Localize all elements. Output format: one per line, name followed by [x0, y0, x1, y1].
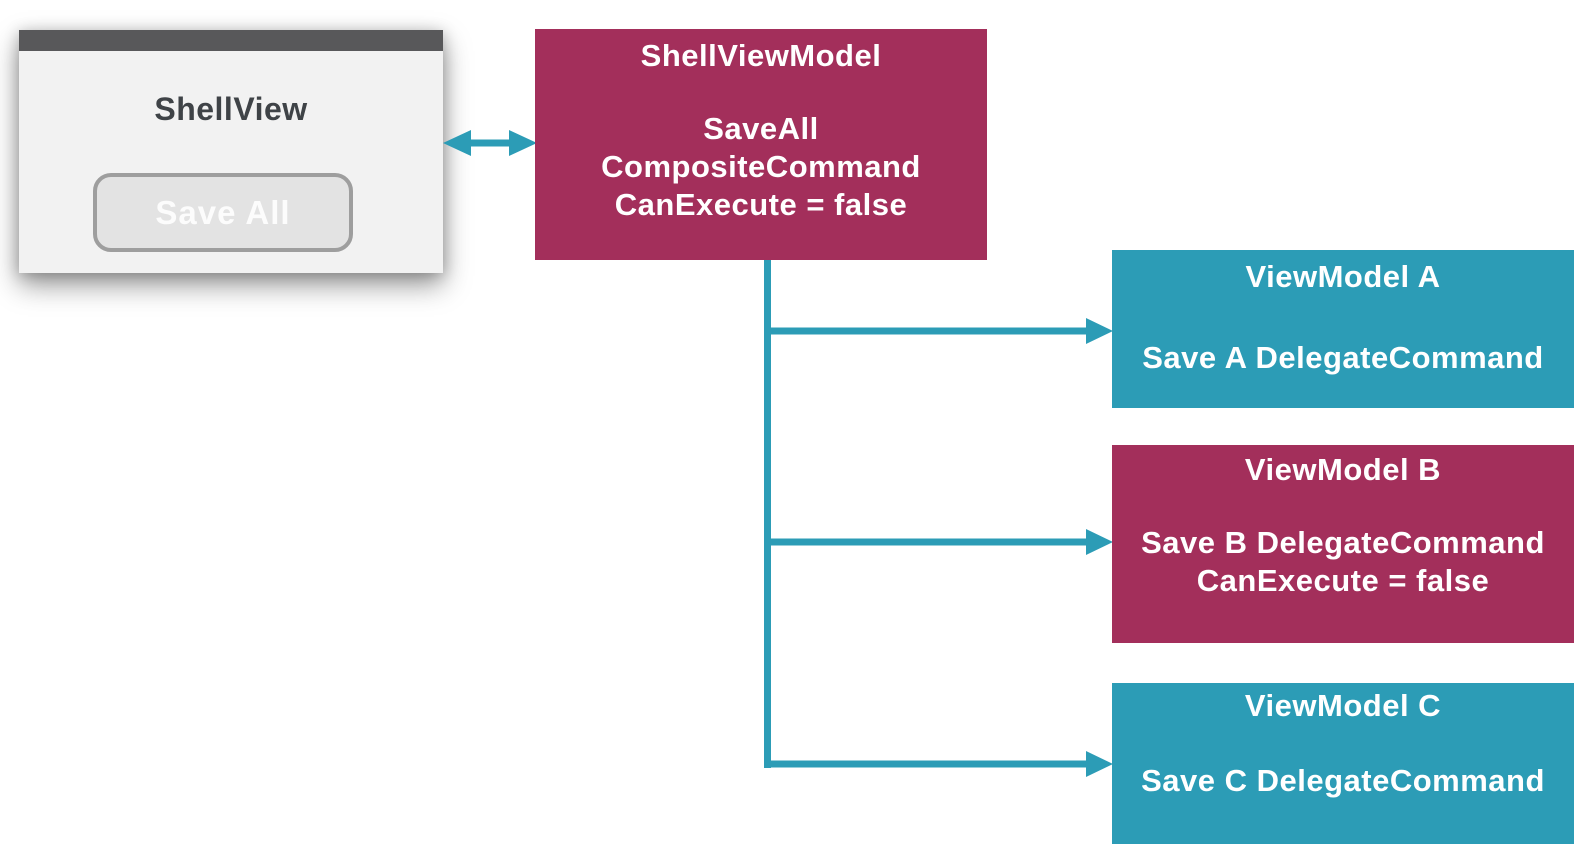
viewmodel-b-title: ViewModel B — [1244, 452, 1442, 487]
viewmodel-b-content: Save B DelegateCommand CanExecute = fals… — [1112, 524, 1574, 600]
viewmodel-b-line: CanExecute = false — [1196, 563, 1490, 598]
shellviewmodel-content: SaveAll CompositeCommand CanExecute = fa… — [535, 110, 987, 224]
shellview-window: ShellView Save All — [19, 30, 443, 273]
viewmodel-a-content: Save A DelegateCommand — [1112, 339, 1574, 377]
viewmodel-c-content: Save C DelegateCommand — [1112, 762, 1574, 800]
shellviewmodel-line: CompositeCommand — [601, 149, 921, 184]
arrowhead-a-icon — [1086, 318, 1113, 344]
viewmodel-b-line: Save B DelegateCommand — [1141, 525, 1545, 560]
arrowhead-left-icon — [443, 130, 471, 156]
shellviewmodel-title: ShellViewModel — [640, 38, 882, 73]
shellview-title: ShellView — [154, 91, 308, 127]
trunk-line — [764, 259, 771, 768]
shellview-shellviewmodel-two-way-arrow — [443, 130, 537, 156]
shellview-titlebar — [19, 30, 443, 51]
shellviewmodel-line: SaveAll — [703, 111, 819, 146]
viewmodel-a-title: ViewModel A — [1245, 259, 1441, 294]
viewmodel-a-box: ViewModel A Save A DelegateCommand — [1112, 250, 1574, 408]
save-all-button[interactable]: Save All — [93, 173, 353, 252]
shellviewmodel-line: CanExecute = false — [614, 187, 908, 222]
viewmodel-a-line: Save A DelegateCommand — [1142, 340, 1544, 375]
arrowhead-right-icon — [509, 130, 537, 156]
viewmodel-c-title: ViewModel C — [1244, 688, 1442, 723]
viewmodel-b-box: ViewModel B Save B DelegateCommand CanEx… — [1112, 445, 1574, 643]
branch-arrow-a — [764, 318, 1113, 344]
arrowhead-b-icon — [1086, 529, 1113, 555]
viewmodel-c-line: Save C DelegateCommand — [1141, 763, 1545, 798]
shellviewmodel-box: ShellViewModel SaveAll CompositeCommand … — [535, 29, 987, 260]
viewmodel-c-box: ViewModel C Save C DelegateCommand — [1112, 683, 1574, 844]
branch-arrow-b — [764, 529, 1113, 555]
branch-arrow-c — [764, 751, 1113, 777]
arrowhead-c-icon — [1086, 751, 1113, 777]
